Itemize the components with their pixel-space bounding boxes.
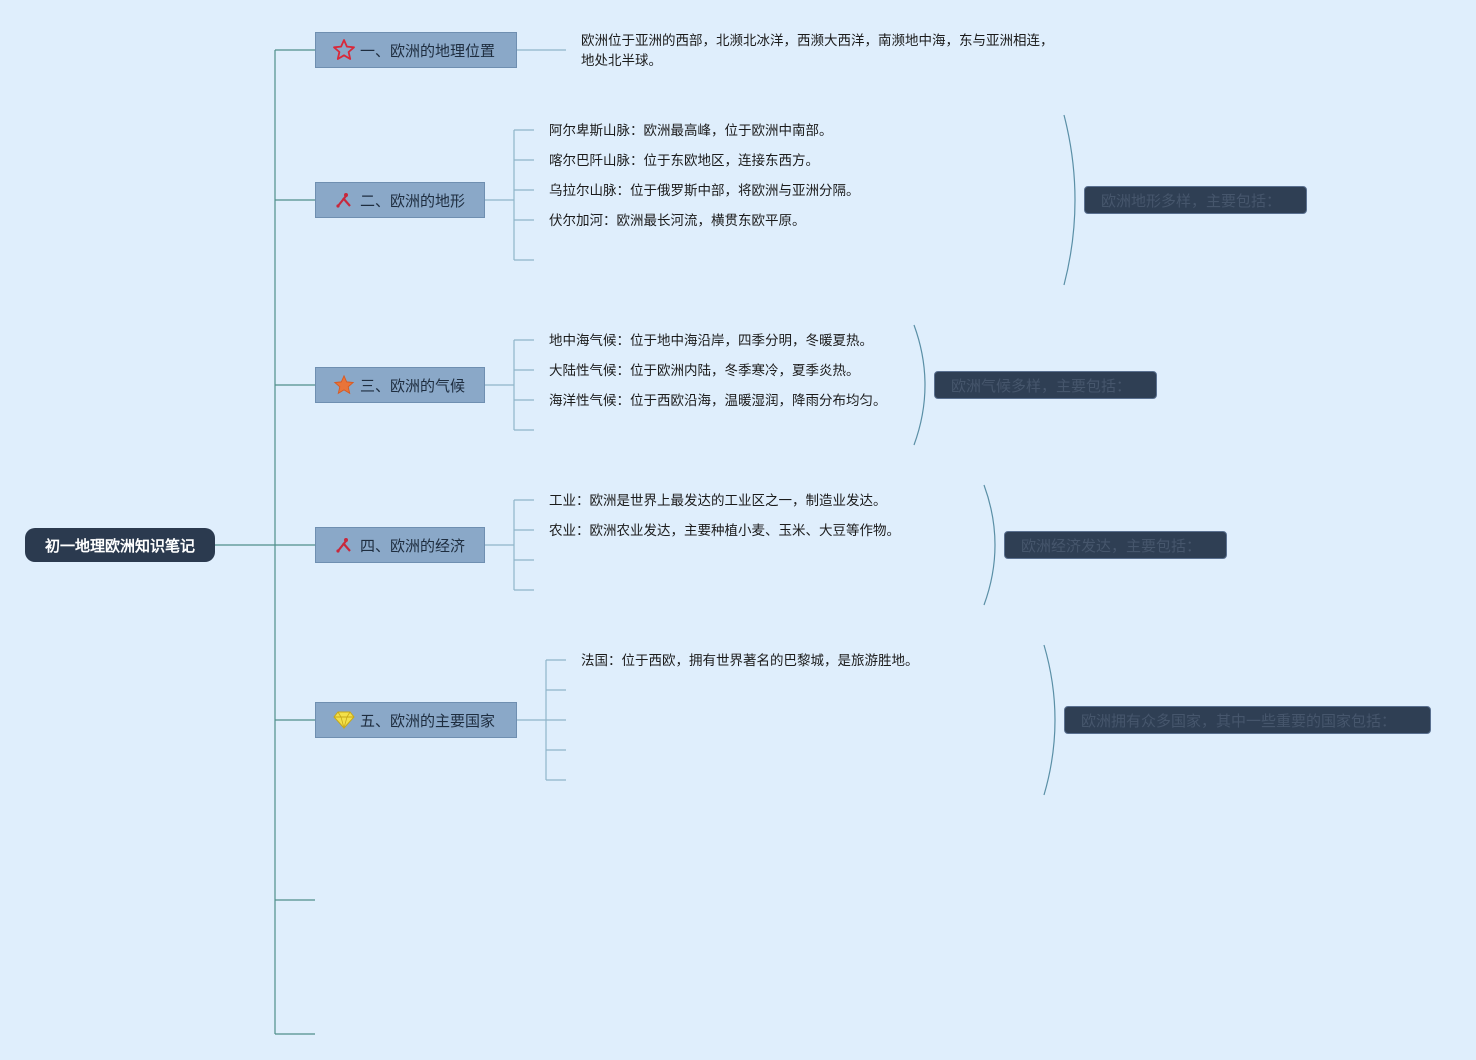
root-topic[interactable]: 初一地理欧洲知识笔记 [25,528,215,562]
leaf-carpathians: 喀尔巴阡山脉：位于东欧地区，连接东西方。 [549,153,819,169]
leaf-oceanic-climate: 海洋性气候：位于西欧沿海，温暖湿润，降雨分布均匀。 [549,393,887,409]
topic-major-countries[interactable]: 五、欧洲的主要国家 [315,702,517,738]
leaf-location-line2: 地处北半球。 [581,53,662,69]
topic-economy[interactable]: 四、欧洲的经济 [315,527,485,563]
topic-terrain[interactable]: 二、欧洲的地形 [315,182,485,218]
leaf-urals: 乌拉尔山脉：位于俄罗斯中部，将欧洲与亚洲分隔。 [549,183,860,199]
star-filled-icon [332,373,356,397]
leaf-continental-climate: 大陆性气候：位于欧洲内陆，冬季寒冷，夏季炎热。 [549,363,860,379]
topic-label: 三、欧洲的气候 [360,376,466,395]
topic-geographic-location[interactable]: 一、欧洲的地理位置 [315,32,517,68]
leaf-agriculture: 农业：欧洲农业发达，主要种植小麦、玉米、大豆等作物。 [549,523,900,539]
summary-label: 欧洲气候多样，主要包括： [951,376,1132,395]
leaf-industry: 工业：欧洲是世界上最发达的工业区之一，制造业发达。 [549,493,887,509]
summary-label: 欧洲经济发达，主要包括： [1021,536,1202,555]
star-outline-icon [332,38,356,62]
summary-climate[interactable]: 欧洲气候多样，主要包括： [934,371,1157,399]
tools-icon [332,188,356,212]
summary-bracket-countries [1043,644,1056,796]
leaf-france: 法国：位于西欧，拥有世界著名的巴黎城，是旅游胜地。 [581,653,919,669]
tools-icon [332,533,356,557]
root-topic-label: 初一地理欧洲知识笔记 [44,536,195,555]
summary-label: 欧洲地形多样，主要包括： [1101,191,1282,210]
topic-label: 一、欧洲的地理位置 [360,41,496,60]
leaf-alps: 阿尔卑斯山脉：欧洲最高峰，位于欧洲中南部。 [549,123,833,139]
leaf-mediterranean-climate: 地中海气候：位于地中海沿岸，四季分明，冬暖夏热。 [549,333,873,349]
summary-bracket-climate [913,324,926,446]
leaf-volga: 伏尔加河：欧洲最长河流，横贯东欧平原。 [549,213,806,229]
topic-label: 五、欧洲的主要国家 [360,711,496,730]
summary-bracket-terrain [1063,114,1076,286]
summary-bracket-economy [983,484,996,606]
summary-economy[interactable]: 欧洲经济发达，主要包括： [1004,531,1227,559]
summary-countries[interactable]: 欧洲拥有众多国家，其中一些重要的国家包括： [1064,706,1431,734]
topic-climate[interactable]: 三、欧洲的气候 [315,367,485,403]
summary-label: 欧洲拥有众多国家，其中一些重要的国家包括： [1081,711,1397,730]
topic-label: 四、欧洲的经济 [360,536,466,555]
diamond-icon [332,708,356,732]
summary-terrain[interactable]: 欧洲地形多样，主要包括： [1084,186,1307,214]
leaf-location-line1: 欧洲位于亚洲的西部，北濒北冰洋，西濒大西洋，南濒地中海，东与亚洲相连， [581,33,1054,49]
topic-label: 二、欧洲的地形 [360,191,466,210]
